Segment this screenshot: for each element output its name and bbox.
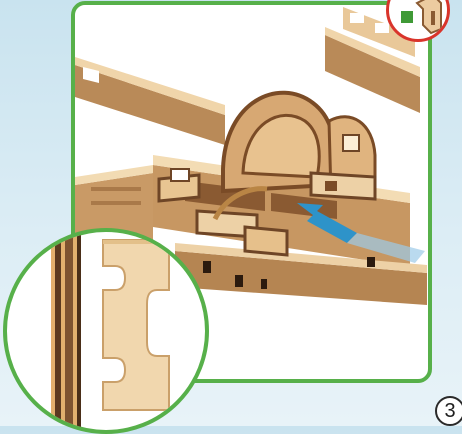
detail-magnifier	[3, 228, 209, 434]
rear-arm	[75, 57, 225, 145]
step-number-badge: 3	[435, 396, 462, 426]
